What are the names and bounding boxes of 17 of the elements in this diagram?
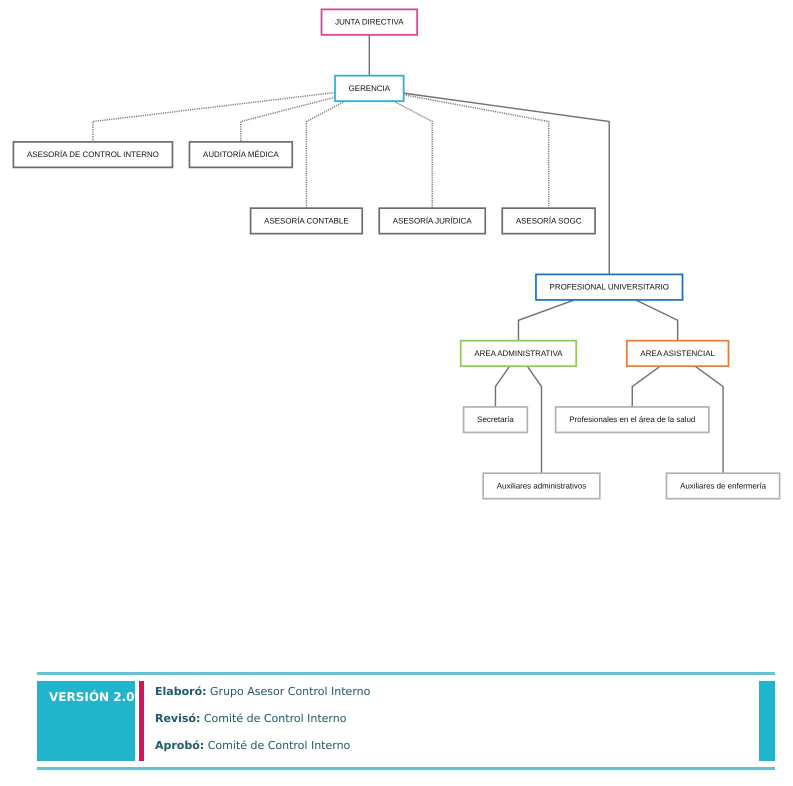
dashed-connector bbox=[404, 94, 550, 208]
connector-line bbox=[635, 299, 678, 341]
connector-line bbox=[404, 92, 610, 274]
version-label: VERSIÓN 2.0 bbox=[37, 681, 135, 761]
dashed-connector bbox=[240, 96, 336, 142]
approval-note: Elaboró: Grupo Asesor Control Interno bbox=[155, 685, 370, 698]
connector-line bbox=[632, 366, 661, 407]
connector-line bbox=[494, 366, 510, 407]
connector-line bbox=[368, 34, 370, 76]
dashed-connector bbox=[92, 92, 336, 142]
approval-note: Aprobó: Comité de Control Interno bbox=[155, 739, 350, 752]
connector-line bbox=[694, 366, 724, 474]
dashed-connector bbox=[306, 100, 346, 208]
approval-note: Revisó: Comité de Control Interno bbox=[155, 712, 346, 725]
connector-line bbox=[526, 366, 542, 474]
dashed-connector bbox=[393, 100, 433, 208]
connector-line bbox=[518, 299, 575, 341]
